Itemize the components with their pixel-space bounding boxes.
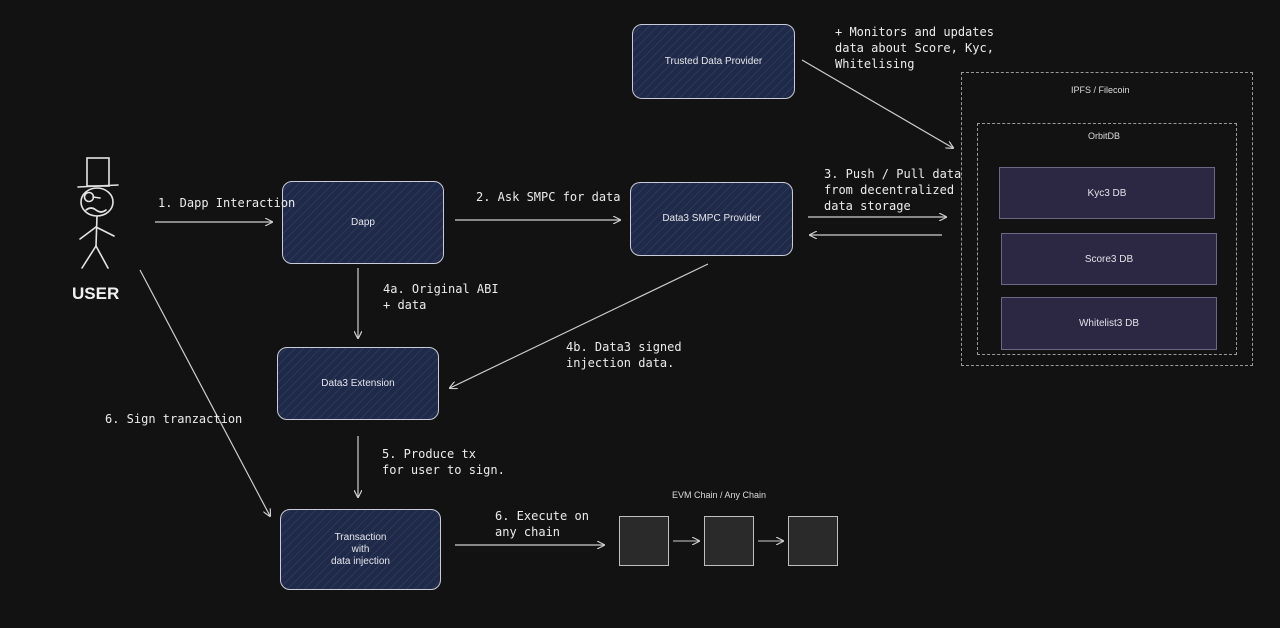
- dapp-node[interactable]: Dapp: [282, 181, 444, 264]
- label-produce-tx: 5. Produce tx for user to sign.: [382, 446, 505, 478]
- label-ask-smpc: 2. Ask SMPC for data: [476, 190, 621, 204]
- ipfs-filecoin-label: IPFS / Filecoin: [1071, 85, 1130, 95]
- label-produce-tx-line1: 5. Produce tx: [382, 447, 476, 461]
- label-push-pull: 3. Push / Pull data from decentralized d…: [824, 166, 961, 214]
- label-original-abi: 4a. Original ABI + data: [383, 281, 499, 313]
- label-push-pull-line1: 3. Push / Pull data: [824, 167, 962, 181]
- label-signed-injection: 4b. Data3 signed injection data.: [566, 339, 682, 371]
- label-signed-injection-line2: injection data.: [566, 356, 675, 370]
- trusted-data-provider-label: Trusted Data Provider: [664, 55, 763, 67]
- whitelist3-db-label: Whitelist3 DB: [1078, 318, 1139, 329]
- label-push-pull-line3: data storage: [824, 199, 911, 213]
- label-execute: 6. Execute on any chain: [495, 508, 589, 540]
- arrow-smpc-to-extension: [450, 263, 709, 388]
- user-label: USER: [72, 284, 120, 303]
- chain-block-3: [788, 516, 838, 566]
- orbitdb-frame: [977, 123, 1237, 355]
- transaction-label-line3: data injection: [331, 555, 390, 567]
- orbitdb-label: OrbitDB: [1088, 131, 1121, 141]
- label-sign-transaction: 6. Sign tranzaction: [105, 412, 243, 426]
- dapp-label: Dapp: [351, 216, 375, 228]
- chain-block-2: [704, 516, 754, 566]
- transaction-node[interactable]: Transaction with data injection: [280, 509, 441, 590]
- label-execute-line1: 6. Execute on: [495, 509, 589, 523]
- trusted-data-provider-node[interactable]: Trusted Data Provider: [632, 24, 795, 99]
- chain-group-label: EVM Chain / Any Chain: [672, 490, 767, 500]
- note-monitors-line2: data about Score, Kyc,: [835, 41, 994, 55]
- arrow-user-to-transaction: [139, 269, 270, 516]
- score3-db-label: Score3 DB: [1084, 253, 1134, 265]
- label-original-abi-line1: 4a. Original ABI: [383, 282, 499, 296]
- smpc-provider-label: Data3 SMPC Provider: [662, 213, 761, 224]
- user-figure-icon: [77, 157, 119, 269]
- extension-node[interactable]: Data3 Extension: [277, 347, 439, 420]
- transaction-label-line2: with: [351, 543, 370, 555]
- label-produce-tx-line2: for user to sign.: [382, 463, 505, 477]
- label-execute-line2: any chain: [495, 525, 561, 539]
- label-original-abi-line2: + data: [383, 298, 427, 312]
- label-dapp-interaction: 1. Dapp Interaction: [158, 196, 296, 210]
- score3-db[interactable]: Score3 DB: [1001, 233, 1217, 285]
- extension-label: Data3 Extension: [321, 377, 395, 389]
- label-signed-injection-line1: 4b. Data3 signed: [566, 340, 682, 354]
- kyc3-db-label: Kyc3 DB: [1087, 187, 1127, 199]
- whitelist3-db[interactable]: Whitelist3 DB: [1001, 297, 1217, 350]
- note-monitors-line3: Whitelising: [835, 57, 915, 71]
- smpc-provider-node[interactable]: Data3 SMPC Provider: [630, 182, 793, 256]
- note-monitors-updates: + Monitors and updates data about Score,…: [835, 24, 994, 72]
- arrow-trusted-to-storage: [801, 59, 953, 148]
- note-monitors-line1: + Monitors and updates: [835, 25, 994, 39]
- label-push-pull-line2: from decentralized: [824, 183, 955, 197]
- chain-block-1: [619, 516, 669, 566]
- kyc3-db[interactable]: Kyc3 DB: [999, 167, 1215, 219]
- transaction-label-line1: Transaction: [334, 531, 387, 543]
- ipfs-filecoin-frame: [961, 72, 1253, 366]
